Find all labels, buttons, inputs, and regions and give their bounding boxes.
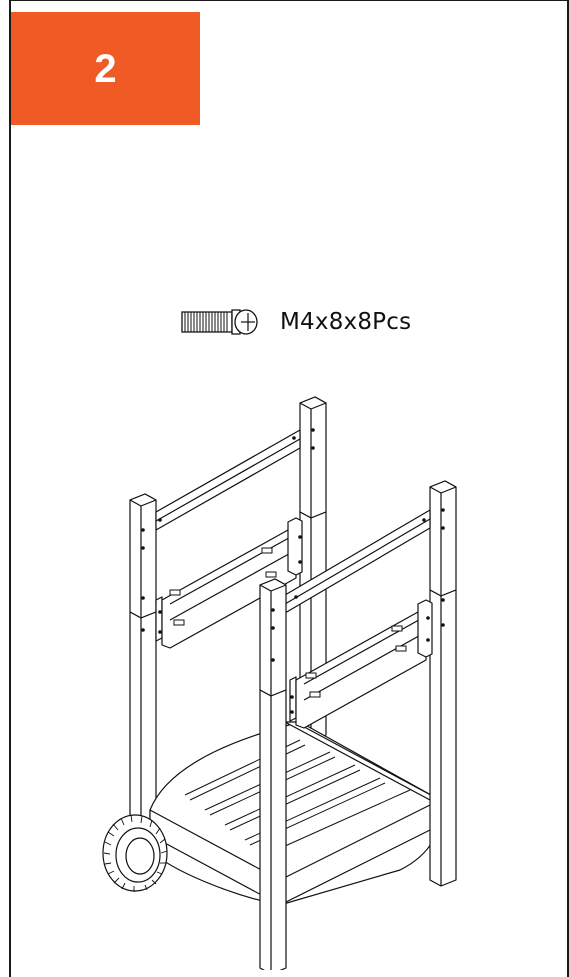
screw-icon [180,300,260,344]
step-badge: 2 [11,12,200,125]
hardware-callout: M4x8x8Pcs [180,300,411,344]
hardware-label: M4x8x8Pcs [280,309,412,335]
step-number: 2 [94,46,117,91]
page-frame [9,0,569,977]
grill-cart-frame-icon [95,390,475,970]
